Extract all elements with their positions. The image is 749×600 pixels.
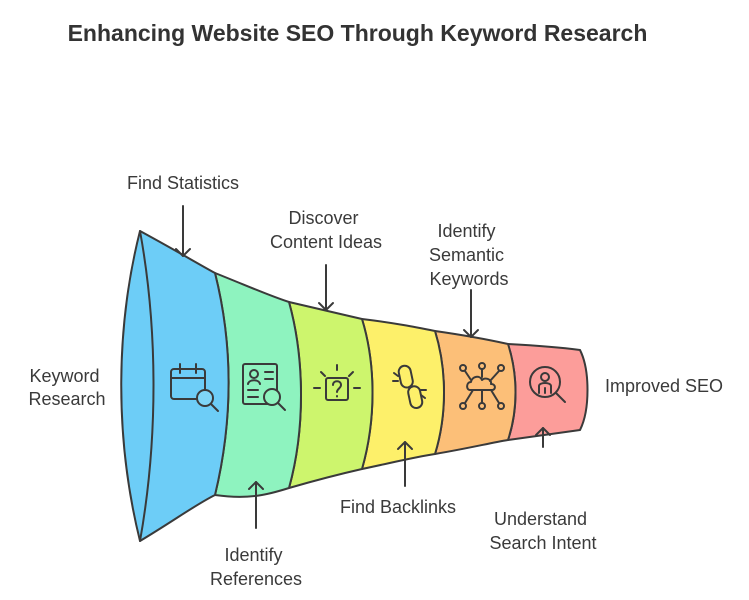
label-improved-seo: Improved SEO bbox=[605, 376, 723, 396]
label-line: Semantic bbox=[429, 245, 504, 265]
label-keyword-research: Keyword Research bbox=[28, 366, 105, 409]
funnel-segment-5 bbox=[434, 330, 517, 455]
label-line: Content Ideas bbox=[270, 232, 382, 252]
label-line: Find Statistics bbox=[127, 173, 239, 193]
profile-search-icon bbox=[242, 363, 286, 411]
funnel-mouth-edge bbox=[139, 230, 155, 542]
idea-box-icon bbox=[313, 364, 361, 401]
person-search-icon bbox=[529, 366, 566, 403]
label-line: Understand bbox=[494, 509, 587, 529]
label-line: Search Intent bbox=[489, 533, 596, 553]
label-line: References bbox=[210, 569, 302, 589]
page-title: Enhancing Website SEO Through Keyword Re… bbox=[67, 20, 648, 46]
label-line: Find Backlinks bbox=[340, 497, 456, 517]
funnel-segment-1 bbox=[120, 230, 230, 542]
label-identify-references: Identify References bbox=[210, 545, 302, 589]
funnel-segments bbox=[120, 230, 589, 542]
cloud-network-icon bbox=[459, 362, 505, 410]
label-discover-content-ideas: Discover Content Ideas bbox=[270, 208, 382, 252]
arrow-identify-references bbox=[248, 481, 264, 529]
labels: Keyword Research Improved SEO Find Stati… bbox=[28, 173, 723, 589]
label-line: Discover bbox=[288, 208, 358, 228]
arrow-identify-semantic-keywords bbox=[463, 289, 479, 338]
top-arrows bbox=[175, 205, 479, 338]
arrow-understand-search-intent bbox=[535, 427, 551, 448]
label-find-statistics: Find Statistics bbox=[127, 173, 239, 193]
bottom-arrows bbox=[248, 427, 551, 529]
label-find-backlinks: Find Backlinks bbox=[340, 497, 456, 517]
chain-link-icon bbox=[392, 364, 427, 410]
arrow-find-statistics bbox=[175, 205, 191, 257]
funnel-segment-6 bbox=[507, 343, 589, 441]
label-line: Keyword bbox=[29, 366, 99, 386]
calendar-search-icon bbox=[170, 363, 219, 412]
label-line: Keywords bbox=[429, 269, 508, 289]
label-line: Identify bbox=[224, 545, 282, 565]
label-identify-semantic-keywords: Identify Semantic Keywords bbox=[429, 221, 509, 289]
label-line: Research bbox=[28, 389, 105, 409]
arrow-discover-content-ideas bbox=[318, 264, 334, 311]
label-understand-search-intent: Understand Search Intent bbox=[489, 509, 596, 553]
arrow-find-backlinks bbox=[397, 441, 413, 487]
funnel-segment-4 bbox=[361, 318, 445, 470]
label-line: Identify bbox=[437, 221, 495, 241]
